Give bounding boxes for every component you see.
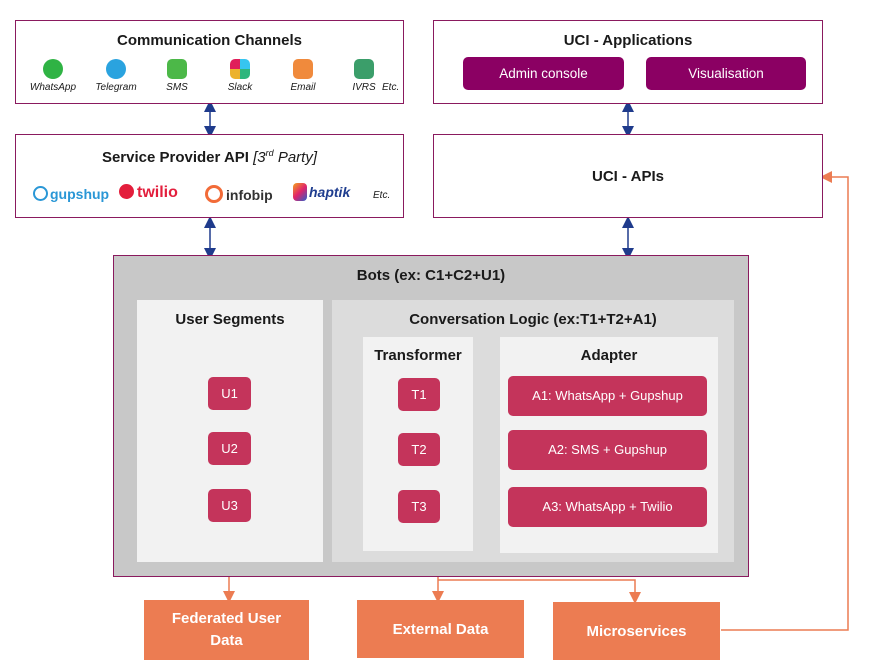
segment-chip-u1: U1 <box>208 377 251 410</box>
slack-icon <box>230 59 250 79</box>
uci-apis-title: UCI - APIs <box>592 168 664 185</box>
adapter-chip-a1: A1: WhatsApp + Gupshup <box>508 376 707 416</box>
conversation-logic-title: Conversation Logic (ex:T1+T2+A1) <box>409 311 657 328</box>
email-icon <box>293 59 313 79</box>
user-segments-title: User Segments <box>175 311 285 328</box>
ivrs-icon <box>354 59 374 79</box>
segment-chip-u2: U2 <box>208 432 251 465</box>
adapter-panel: Adapter A1: WhatsApp + Gupshup A2: SMS +… <box>500 337 718 553</box>
channels-etc: Etc. <box>382 82 400 93</box>
admin-console-button[interactable]: Admin console <box>463 57 624 90</box>
federated-user-data-box: Federated User Data <box>144 600 309 660</box>
bots-box: Bots (ex: C1+C2+U1) User Segments U1 U2 … <box>113 255 749 577</box>
visualisation-button[interactable]: Visualisation <box>646 57 806 90</box>
provider-infobip: infobip <box>205 185 273 203</box>
provider-twilio: twilio <box>119 184 178 202</box>
twilio-logo-icon <box>119 184 134 199</box>
adapter-chip-a2: A2: SMS + Gupshup <box>508 430 707 470</box>
communication-channels-title: Communication Channels <box>116 32 303 49</box>
whatsapp-icon <box>43 59 63 79</box>
external-data-box: External Data <box>357 600 524 658</box>
service-provider-api-box: Service Provider API [3rd Party] gupshup… <box>15 134 404 218</box>
channel-slack: Slack <box>210 59 270 93</box>
sms-icon <box>167 59 187 79</box>
conversation-logic-panel: Conversation Logic (ex:T1+T2+A1) Transfo… <box>332 300 734 562</box>
provider-gupshup: gupshup <box>33 186 109 202</box>
segment-chip-u3: U3 <box>208 489 251 522</box>
transformer-panel: Transformer T1 T2 T3 <box>363 337 473 551</box>
communication-channels-box: Communication Channels WhatsApp Telegram… <box>15 20 404 104</box>
channel-email: Email <box>273 59 333 93</box>
providers-etc: Etc. <box>373 190 391 201</box>
transformer-chip-t1: T1 <box>398 378 440 411</box>
channel-ivrs: IVRS <box>334 59 394 93</box>
transformer-chip-t2: T2 <box>398 433 440 466</box>
arrow-logic-micro <box>438 579 641 604</box>
infobip-logo-icon <box>205 185 223 203</box>
arrow-micro-apis <box>721 171 849 631</box>
telegram-icon <box>106 59 126 79</box>
provider-haptik: haptik <box>293 183 350 201</box>
uci-applications-box: UCI - Applications Admin console Visuali… <box>433 20 823 104</box>
channel-sms: SMS <box>147 59 207 93</box>
user-segments-panel: User Segments U1 U2 U3 <box>137 300 323 562</box>
gupshup-logo-icon <box>33 186 48 201</box>
service-provider-api-title: Service Provider API [3rd Party] <box>101 148 318 166</box>
microservices-box: Microservices <box>553 602 720 660</box>
channel-telegram: Telegram <box>86 59 146 93</box>
adapter-title: Adapter <box>580 347 638 364</box>
transformer-chip-t3: T3 <box>398 490 440 523</box>
channel-whatsapp: WhatsApp <box>23 59 83 93</box>
transformer-title: Transformer <box>374 347 462 364</box>
bots-title: Bots (ex: C1+C2+U1) <box>356 267 506 284</box>
adapter-chip-a3: A3: WhatsApp + Twilio <box>508 487 707 527</box>
uci-applications-title: UCI - Applications <box>563 32 693 49</box>
haptik-logo-icon <box>293 183 307 201</box>
uci-apis-box: UCI - APIs <box>433 134 823 218</box>
